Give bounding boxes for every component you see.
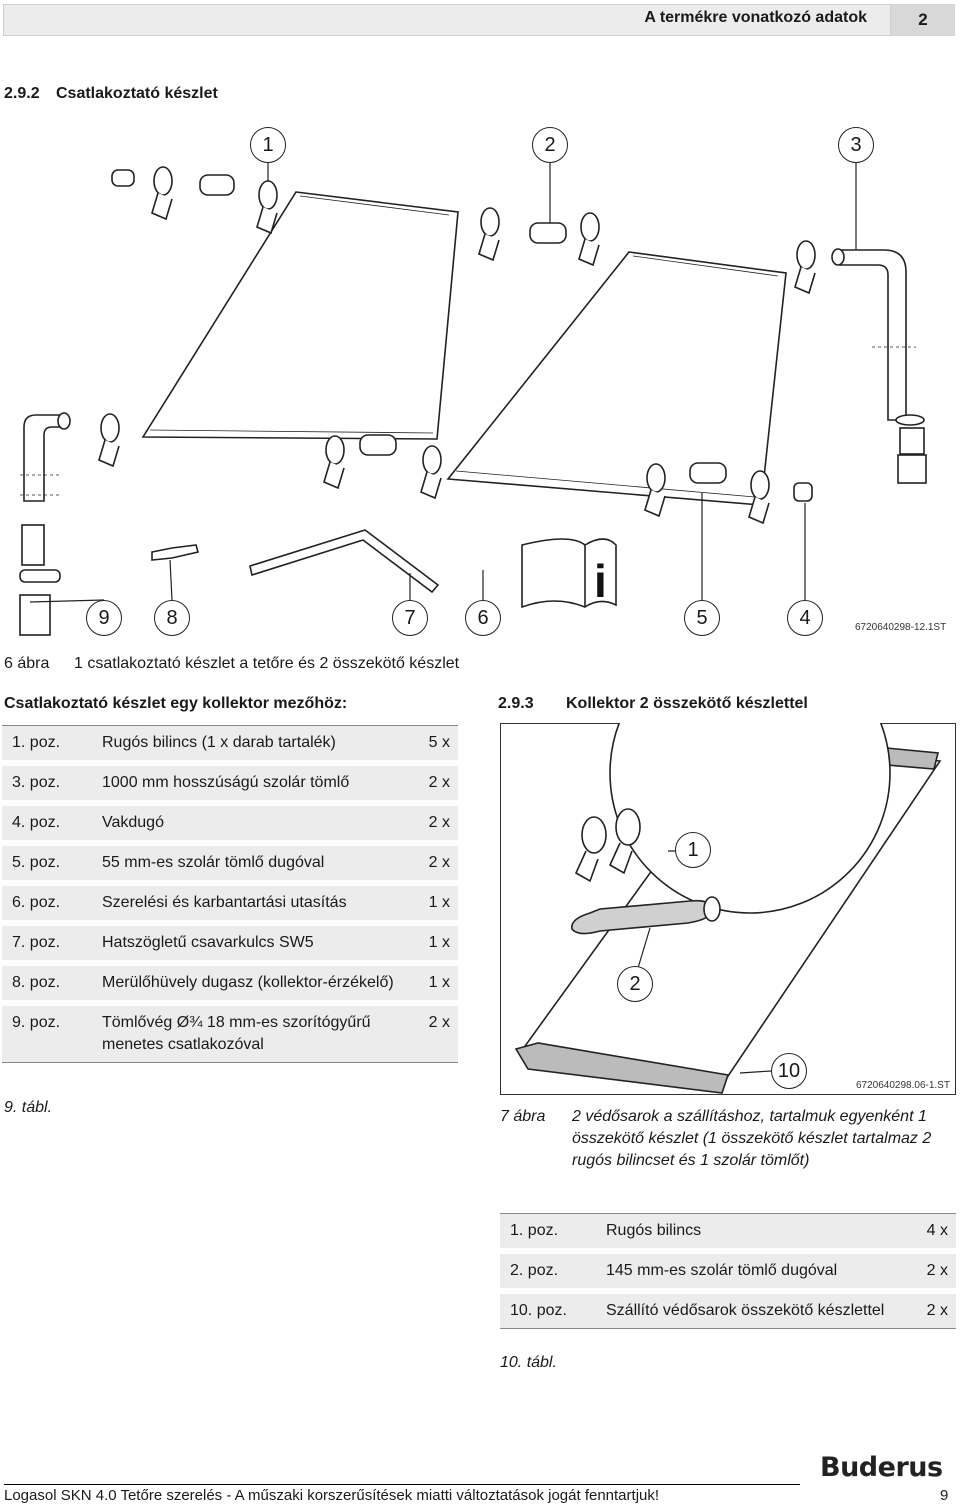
table-cell-desc: Szállító védősarok összekötő készlettel: [596, 1288, 912, 1329]
table-cell-qty: 2 x: [408, 760, 458, 804]
table-row: 9. poz.Tömlővég Ø¾ 18 mm-es szorítógyűrű…: [2, 1000, 458, 1063]
elbow-hose-right: [839, 249, 907, 421]
table-cell-qty: 5 x: [408, 725, 458, 764]
table-cell-pos: 4. poz.: [2, 800, 92, 844]
callout-7: 7: [392, 600, 428, 636]
collector-panel-2: [446, 251, 787, 506]
elbow-hose-left: [23, 414, 61, 502]
table-9-label: 9. tábl.: [4, 1099, 53, 1116]
callout-9: 9: [86, 600, 122, 636]
table-9: 1. poz.Rugós bilincs (1 x darab tartalék…: [2, 725, 458, 1063]
footer-rule: [4, 1484, 800, 1485]
header-bar: [3, 4, 891, 36]
table-cell-qty: 1 x: [408, 920, 458, 964]
table-cell-desc: 145 mm-es szolár tömlő dugóval: [596, 1248, 912, 1292]
figure-7-id: 6720640298.06-1.ST: [856, 1080, 950, 1091]
header-title: A termékre vonatkozó adatok: [644, 9, 867, 26]
callout-1: 1: [250, 127, 286, 163]
table-cell-pos: 1. poz.: [500, 1213, 596, 1252]
table-cell-qty: 1 x: [408, 880, 458, 924]
sensor-plug: [151, 544, 200, 561]
table-cell-pos: 5. poz.: [2, 840, 92, 884]
footer-text: Logasol SKN 4.0 Tetőre szerelés - A műsz…: [4, 1487, 660, 1504]
table-cell-desc: 1000 mm hosszúságú szolár tömlő: [92, 760, 408, 804]
section-heading-293: 2.9.3 Kollektor 2 összekötő készlettel: [498, 695, 808, 713]
callout-2: 2: [617, 966, 653, 1002]
callout-4: 4: [787, 600, 823, 636]
callout-3: 3: [838, 127, 874, 163]
table-row: 6. poz.Szerelési és karbantartási utasít…: [2, 880, 458, 924]
figure-6-caption: 6 ábra 1 csatlakoztató készlet a tetőre é…: [4, 655, 459, 673]
figure-6-caption-text: 1 csatlakoztató készlet a tetőre és 2 ös…: [74, 655, 460, 672]
figure-6-caption-num: 6 ábra: [4, 655, 50, 672]
table-cell-qty: 2 x: [408, 840, 458, 884]
table-row: 10. poz.Szállító védősarok összekötő kés…: [500, 1288, 956, 1329]
table-cell-qty: 2 x: [912, 1288, 956, 1329]
table-row: 8. poz.Merülőhüvely dugasz (kollektor-ér…: [2, 960, 458, 1004]
hex-key: [249, 529, 440, 594]
table-cell-desc: Merülőhüvely dugasz (kollektor-érzékelő): [92, 960, 408, 1004]
section-title: Kollektor 2 összekötő készlettel: [566, 695, 808, 712]
table-cell-pos: 2. poz.: [500, 1248, 596, 1292]
callout-8: 8: [154, 600, 190, 636]
table-cell-desc: Tömlővég Ø¾ 18 mm-es szorítógyűrű menete…: [92, 1000, 408, 1063]
table-cell-pos: 6. poz.: [2, 880, 92, 924]
table-cell-pos: 10. poz.: [500, 1288, 596, 1329]
table-cell-qty: 1 x: [408, 960, 458, 1004]
callout-2: 2: [532, 127, 568, 163]
chapter-number: 2: [891, 4, 955, 36]
table-cell-desc: Rugós bilincs (1 x darab tartalék): [92, 725, 408, 764]
table-cell-desc: Hatszögletű csavarkulcs SW5: [92, 920, 408, 964]
table-row: 1. poz.Rugós bilincs (1 x darab tartalék…: [2, 725, 458, 764]
table-cell-pos: 3. poz.: [2, 760, 92, 804]
figure-6-illustration: i: [19, 163, 927, 636]
table-cell-desc: Rugós bilincs: [596, 1213, 912, 1252]
table-cell-qty: 2 x: [408, 800, 458, 844]
figure-7-caption: 7 ábra 2 védősarok a szállításhoz, tarta…: [500, 1106, 956, 1172]
figure-7-caption-num: 7 ábra: [500, 1108, 546, 1125]
callout-6: 6: [465, 600, 501, 636]
callout-10: 10: [771, 1053, 807, 1089]
page-number: 9: [940, 1487, 949, 1504]
table-cell-qty: 4 x: [912, 1213, 956, 1252]
table-cell-pos: 8. poz.: [2, 960, 92, 1004]
table-cell-desc: Vakdugó: [92, 800, 408, 844]
callout-1: 1: [675, 832, 711, 868]
table-cell-pos: 1. poz.: [2, 725, 92, 764]
info-icon: i: [594, 555, 607, 607]
figure-6-id: 6720640298-12.1ST: [855, 622, 947, 633]
table-cell-qty: 2 x: [408, 1000, 458, 1063]
table-cell-desc: 55 mm-es szolár tömlő dugóval: [92, 840, 408, 884]
figure-7-illustration: [514, 723, 942, 1094]
buderus-logo: Buderus: [820, 1452, 943, 1483]
table-cell-pos: 7. poz.: [2, 920, 92, 964]
section-title: Csatlakoztató készlet: [56, 85, 218, 102]
section-heading-292: 2.9.2 Csatlakoztató készlet: [4, 85, 218, 103]
table-10-label: 10. tábl.: [500, 1354, 557, 1371]
figure-7-caption-text: 2 védősarok a szállításhoz, tartalmuk eg…: [572, 1108, 932, 1169]
table-cell-qty: 2 x: [912, 1248, 956, 1292]
table-9-heading: Csatlakoztató készlet egy kollektor mező…: [4, 695, 348, 712]
section-number: 2.9.2: [4, 85, 40, 102]
collector-panel-1: [141, 191, 459, 440]
protective-corner-bottom: [514, 1042, 730, 1094]
table-cell-pos: 9. poz.: [2, 1000, 92, 1063]
section-number: 2.9.3: [498, 695, 534, 712]
table-cell-desc: Szerelési és karbantartási utasítás: [92, 880, 408, 924]
manual-book: [521, 538, 617, 609]
callout-5: 5: [684, 600, 720, 636]
